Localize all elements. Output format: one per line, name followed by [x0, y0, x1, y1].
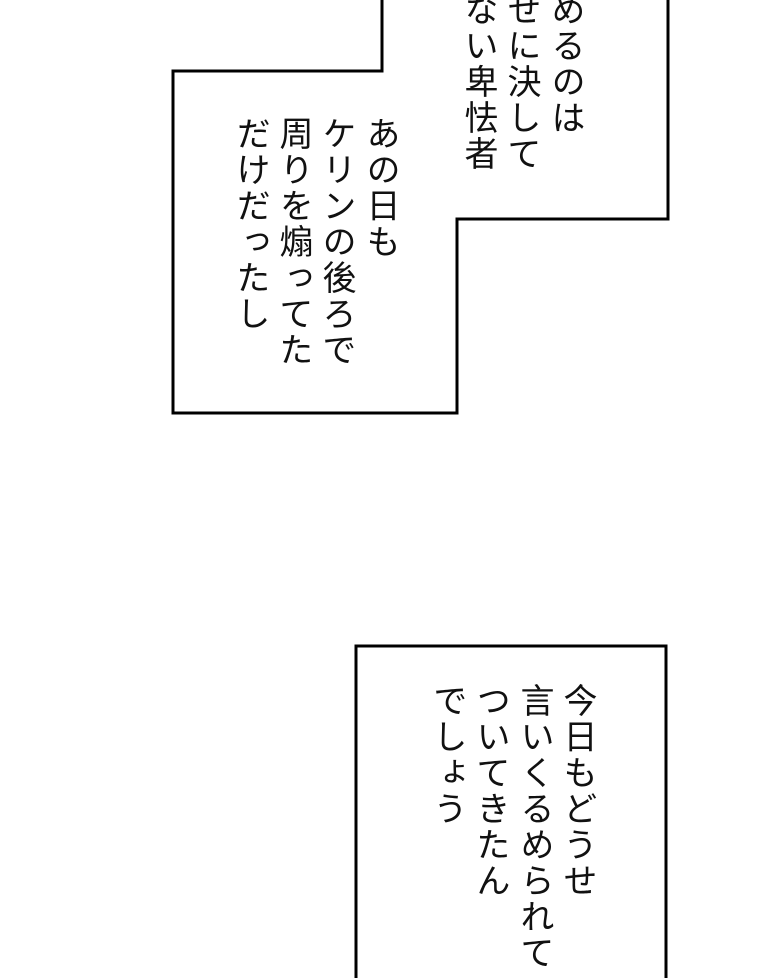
- caption-line: ケリンの後ろで: [316, 116, 356, 368]
- caption-box-upper: [171, 0, 670, 415]
- caption-line: 周りを煽ってた: [273, 116, 313, 368]
- caption-line: 今日もどうせ: [557, 683, 597, 899]
- caption-line: せに決して: [501, 0, 541, 172]
- caption-line: だけだったし: [230, 116, 270, 332]
- caption-line: ない卑怯者: [458, 0, 498, 172]
- caption-line: あの日も: [360, 116, 400, 260]
- caption-line: めるのは: [545, 0, 585, 136]
- caption-line: 言いくるめられて: [514, 683, 554, 971]
- caption-line: でしょう: [427, 683, 467, 827]
- caption-box-lower: [354, 644, 668, 978]
- caption-line: ついてきたん: [470, 683, 510, 899]
